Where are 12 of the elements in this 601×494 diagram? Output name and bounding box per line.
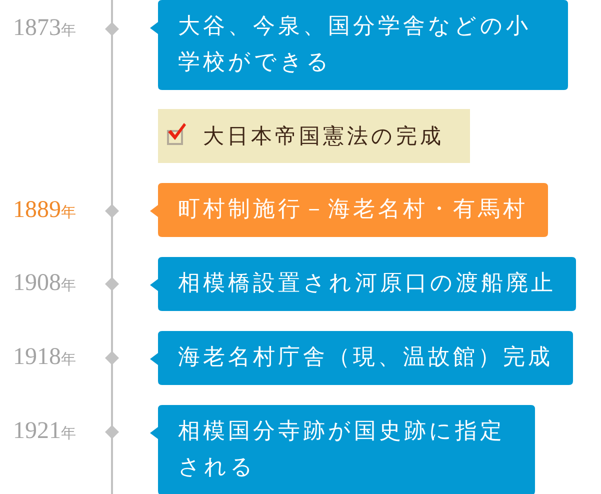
year-label: 1873年 bbox=[13, 14, 76, 43]
year-label: 1908年 bbox=[13, 269, 76, 298]
callout-box: 相模国分寺跡が国史跡に指定される bbox=[150, 405, 535, 494]
callout-box: 町村制施行－海老名村・有馬村 bbox=[150, 183, 548, 237]
callout-box: 大谷、今泉、国分学舎などの小学校ができる bbox=[150, 0, 568, 90]
year-label: 1918年 bbox=[13, 343, 76, 372]
year-label: 1921年 bbox=[13, 417, 76, 446]
note-box bbox=[158, 109, 470, 163]
callout-box: 海老名村庁舎（現、温故館）完成 bbox=[150, 331, 573, 385]
callout-box: 相模橋設置され河原口の渡船廃止 bbox=[150, 257, 576, 311]
note-text: 大日本帝国憲法の完成 bbox=[203, 123, 444, 150]
year-label: 1889年 bbox=[13, 196, 76, 225]
